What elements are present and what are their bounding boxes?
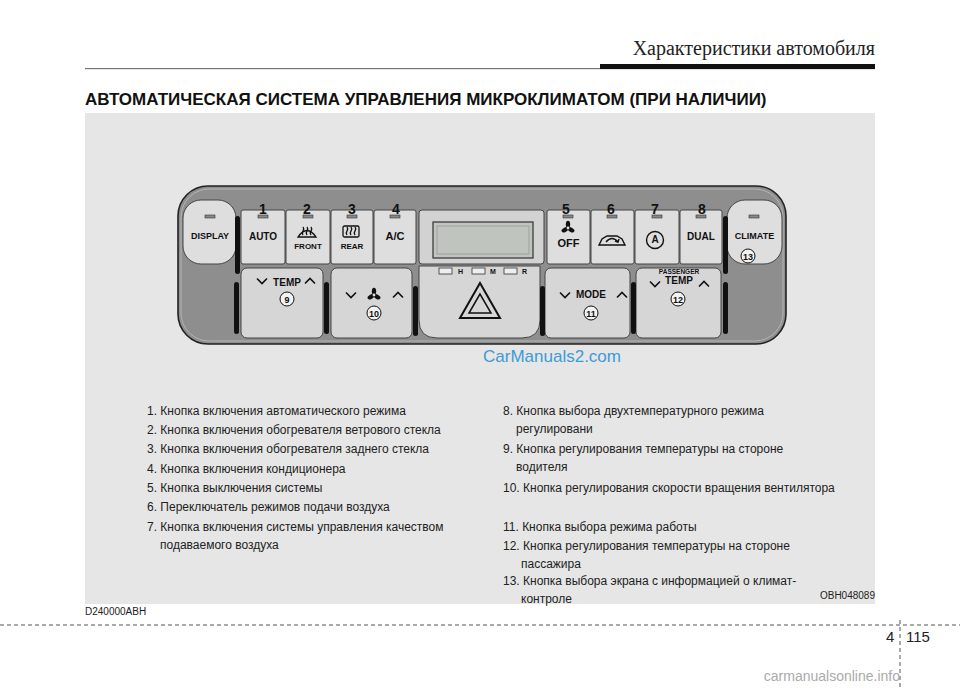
control-button: MODE [573,288,609,302]
legend-item: 7. Кнопка включения системы управления к… [147,518,490,554]
indicator-letter: R [522,268,527,275]
legend-item: 11. Кнопка выбора режима работы [503,518,841,536]
button-label: A/C [386,231,405,243]
legend-item: 5. Кнопка выключения системы [147,479,500,497]
button-label: OFF [558,238,580,250]
legend-item: 2. Кнопка включения обогревателя ветрово… [147,421,500,439]
button-label: REAR [341,243,364,251]
callout-number: 10 [367,306,382,321]
legend-item: 13. Кнопка выбора экрана с информацией о… [503,572,841,608]
control-button: DUAL [682,228,720,246]
button-label: CLIMATE [735,232,774,241]
page-number: 115 [906,628,930,645]
control-button: AUTO [243,228,283,246]
button-label: FRONT [294,243,322,251]
button-label: AUTO [249,232,277,243]
control-button: A [647,232,663,248]
page-number: 4 [886,628,894,645]
callout-number: 11 [584,306,599,321]
control-unit [178,186,786,344]
control-button: PASSENGERTEMP [654,264,704,291]
indicator-letter: M [490,268,496,275]
legend-item: 6. Переключатель режимов подачи воздуха [147,498,500,516]
button-label: TEMP [273,278,301,289]
callout-number: 1 [259,201,267,217]
control-button: TEMP [270,276,304,290]
control-button: FRONT [288,241,328,254]
legend-item: 10. Кнопка регулирования скорости вращен… [503,479,841,497]
callout-number: 6 [607,201,615,217]
figure-code: D240000ABH [85,606,146,617]
callout-number: 2 [303,201,311,217]
legend-item: 4. Кнопка включения кондиционера [147,460,500,478]
footer-rule [0,620,960,689]
callout-number: 7 [651,201,659,217]
figure-code: OBH048089 [820,590,875,601]
callout-number: 8 [698,201,706,217]
indicator-letter: H [458,268,463,275]
control-button: OFF [549,236,588,252]
button-label: DUAL [687,232,715,243]
control-button: REAR [333,241,371,254]
legend-item: 8. Кнопка выбора двухтемпературного режи… [503,402,771,438]
legend-item: 12. Кнопка регулирования температуры на … [503,537,841,573]
button-label: DISPLAY [191,232,229,241]
section-title: АВТОМАТИЧЕСКАЯ СИСТЕМА УПРАВЛЕНИЯ МИКРОК… [85,90,767,110]
button-label: MODE [576,290,606,301]
control-button: DISPLAY [186,228,234,246]
legend-item: 1. Кнопка включения автоматического режи… [147,402,500,420]
callout-number: 12 [671,292,686,307]
watermark: carmanualsonline.info [764,668,900,684]
control-button: CLIMATE [727,228,782,246]
callout-number: 5 [562,201,570,217]
button-label: PASSENGER [659,269,699,276]
callout-number: 9 [280,292,295,307]
control-button: A/C [376,228,414,246]
running-header: Характеристики автомобиля [633,37,875,60]
button-label: TEMP [665,276,693,287]
header-rule [85,64,875,69]
callout-number: 3 [348,201,356,217]
content-panel [85,113,875,604]
legend-item: 3. Кнопка включения обогревателя заднего… [147,440,500,458]
callout-number: 13 [741,249,756,264]
watermark: CarManuals2.com [483,347,621,367]
button-label: A [651,235,658,246]
callout-number: 4 [392,201,400,217]
legend-item: 9. Кнопка регулирования температуры на с… [503,440,836,476]
